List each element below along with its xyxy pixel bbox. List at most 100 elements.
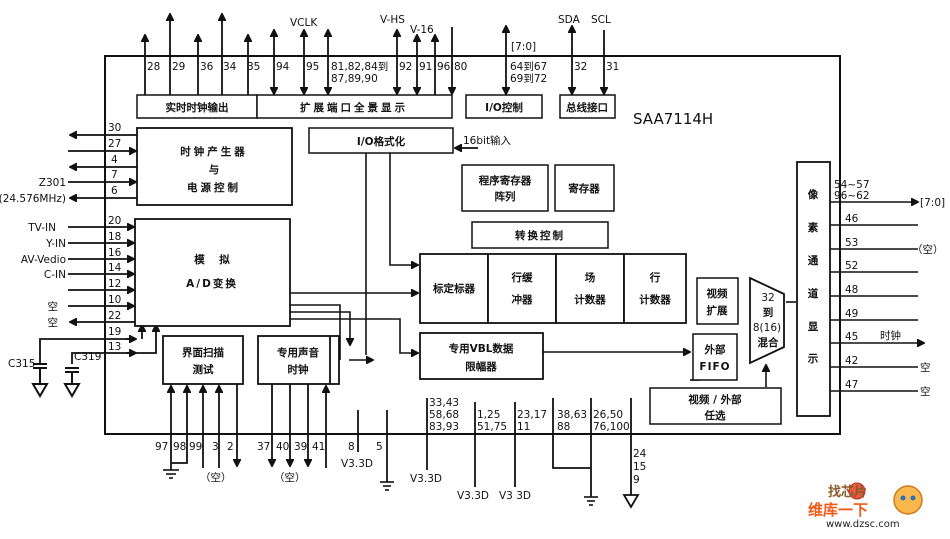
pin-54-group-line1: 54~57 xyxy=(834,179,870,191)
block-analog-ad xyxy=(134,218,291,327)
block-vbi-slicer-line2: 限幅器 xyxy=(465,360,497,373)
pixel-port-char-5: 显 xyxy=(808,321,819,333)
internal-wires xyxy=(290,153,796,387)
block-io-format-label: I/O格式化 xyxy=(357,135,406,148)
label-v33-group-b: V3.3D xyxy=(457,490,489,502)
signal-z301: Z301 xyxy=(39,177,66,189)
block-external-fifo-line1: 外部 xyxy=(704,343,726,356)
block-line-counter xyxy=(623,253,687,324)
pin-group-f-line3: 9 xyxy=(633,474,640,486)
pin-31: 31 xyxy=(606,61,619,73)
mux-line3: 8(16) xyxy=(753,322,781,334)
label-v33-group-a: V3.3D xyxy=(410,473,442,485)
pin-group-c-line2: 11 xyxy=(517,421,530,433)
pin-27: 27 xyxy=(108,138,121,150)
pin-80: 80 xyxy=(454,61,467,73)
block-analog-ad-line2: A/D变换 xyxy=(186,277,238,290)
pin-group-b-line2: 51,75 xyxy=(477,421,507,433)
pin-94: 94 xyxy=(276,61,290,73)
pin-40: 40 xyxy=(276,441,289,453)
block-audio-clock xyxy=(257,335,340,385)
right-pins xyxy=(830,202,924,392)
pin-45: 45 xyxy=(845,331,858,343)
pixel-port-char-4: 道 xyxy=(808,287,819,300)
pin-16: 16 xyxy=(108,247,122,259)
block-expansion-port-label: 扩展端口全景显示 xyxy=(300,101,408,114)
signal-av-video: AV-Vedio xyxy=(21,254,66,266)
block-mux-32-to-8 xyxy=(749,276,785,365)
pin-19: 19 xyxy=(108,326,121,338)
pin-30: 30 xyxy=(108,122,121,134)
block-scaler-label: 标定标器 xyxy=(432,282,475,295)
block-external-fifo-line2: FIFO xyxy=(699,361,730,373)
analog-ground-symbol xyxy=(622,494,640,509)
block-line-counter-line2: 计数器 xyxy=(639,293,671,306)
signal-y-in: Y-IN xyxy=(45,238,66,250)
pin-group-d-line2: 88 xyxy=(557,421,570,433)
pin-20: 20 xyxy=(108,215,121,227)
label-v33-group-c: V3 3D xyxy=(499,490,531,502)
mascot-icon xyxy=(893,485,923,515)
signal-nc-42: 空 xyxy=(920,361,931,374)
pin-64-group-line1: 64到67 xyxy=(510,61,547,73)
left-pins xyxy=(39,135,156,364)
pin-28: 28 xyxy=(147,61,160,73)
pin-48: 48 xyxy=(845,284,858,296)
block-clock-generator-line1: 时钟产生器 xyxy=(180,145,248,158)
pin-4: 4 xyxy=(111,154,118,166)
watermark-url: www.dzsc.com xyxy=(826,519,900,530)
signal-nc-10: 空 xyxy=(48,300,59,313)
block-line-buffer-line2: 冲器 xyxy=(512,293,533,306)
pin-29: 29 xyxy=(172,61,185,73)
block-bus-interface xyxy=(559,94,616,119)
block-program-register-array xyxy=(461,164,549,212)
pin-group-c-line1: 23,17 xyxy=(517,409,547,421)
block-scaler xyxy=(419,253,489,324)
block-clock-generator xyxy=(136,127,293,206)
block-video-expansion-line1: 视频 xyxy=(707,287,728,300)
label-v33-pin8: V3.3D xyxy=(341,458,373,470)
block-expansion-port xyxy=(256,94,453,119)
signal-crystal-freq: (24.576MHz) xyxy=(0,193,66,205)
block-conversion-control-label: 转换控制 xyxy=(515,229,565,242)
block-register-label: 寄存器 xyxy=(568,182,600,195)
mux-line1: 32 xyxy=(761,292,774,304)
pin-3: 3 xyxy=(212,441,219,453)
pin-52: 52 xyxy=(845,260,858,272)
pin-group-a-line1: 33,43 xyxy=(429,397,459,409)
pin-47: 47 xyxy=(845,379,858,391)
pin-49: 49 xyxy=(845,308,858,320)
ground-symbol-scan xyxy=(163,469,179,479)
pixel-port-char-3: 通 xyxy=(808,255,819,267)
block-boundary-scan xyxy=(162,335,244,385)
pin-64-group-line2: 69到72 xyxy=(510,73,547,85)
pin-37: 37 xyxy=(257,441,270,453)
pin-group-f-line1: 24 xyxy=(633,448,647,460)
signal-io-bus: [7:0] xyxy=(511,41,536,53)
block-external-fifo xyxy=(692,333,738,381)
pin-39: 39 xyxy=(294,441,307,453)
pin-14: 14 xyxy=(108,262,122,274)
top-pins xyxy=(145,14,604,95)
label-nc-audio: （空） xyxy=(274,471,306,484)
signal-vclk: VCLK xyxy=(290,17,318,29)
signal-out-bus: [7:0] xyxy=(920,197,945,209)
signal-nc-47: 空 xyxy=(920,385,931,398)
pin-42: 42 xyxy=(845,355,858,367)
chip-name: SAA7114H xyxy=(633,110,713,128)
pin-22: 22 xyxy=(108,310,121,322)
pin-34: 34 xyxy=(223,61,237,73)
pin-91: 91 xyxy=(419,61,432,73)
block-video-expansion xyxy=(696,277,739,325)
block-rtc-output-label: 实时时钟输出 xyxy=(166,101,229,114)
block-vbi-slicer-line1: 专用VBL数据 xyxy=(449,342,514,355)
signal-scl: SCL xyxy=(591,14,611,26)
pin-41: 41 xyxy=(312,441,325,453)
block-boundary-scan-line1: 界面扫描 xyxy=(182,346,224,359)
mux-line4: 混合 xyxy=(758,336,779,349)
block-field-counter-line1: 场 xyxy=(585,271,596,284)
block-analog-ad-line1: 模 拟 xyxy=(194,253,230,266)
signal-sda: SDA xyxy=(558,14,581,26)
bottom-pins xyxy=(171,336,632,497)
